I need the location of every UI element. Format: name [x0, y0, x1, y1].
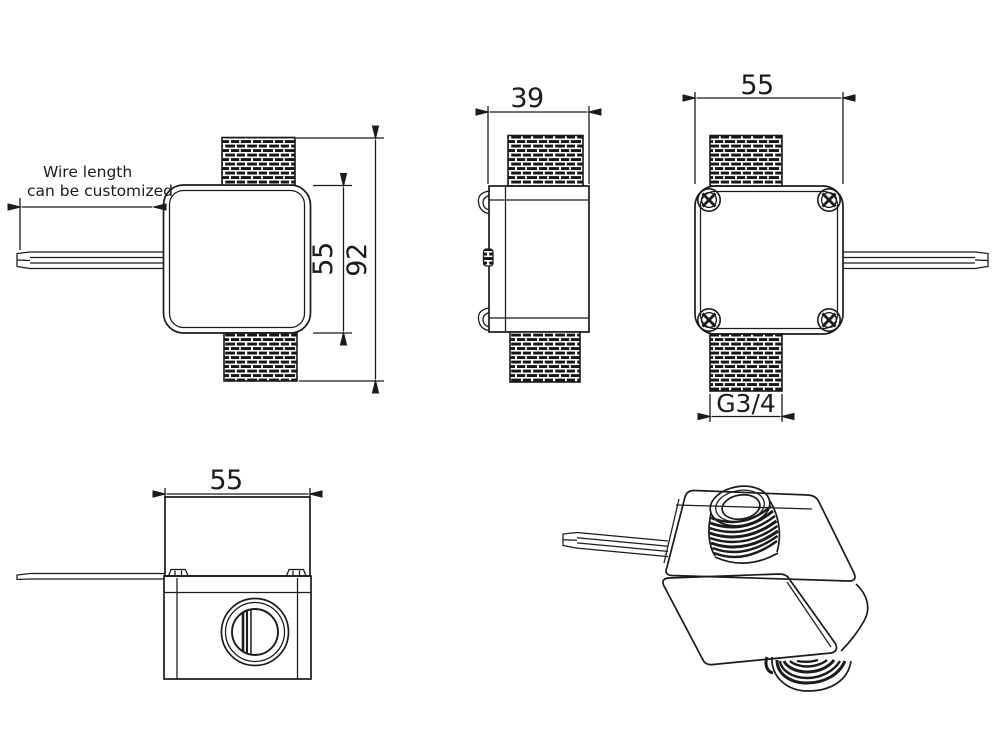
valve-body-front-inner: [168, 189, 306, 329]
dim-side-39-label: 39: [510, 83, 543, 114]
wire-clip-bottom: [477, 307, 490, 332]
wire-clip-top: [477, 190, 490, 215]
cover-face: [164, 496, 311, 577]
top-thread-fitting-back: [709, 134, 783, 187]
bottom-thread-fitting-back: [709, 333, 783, 392]
top-thread-fitting: [221, 136, 296, 186]
dim-thread-spec: G3/4: [697, 389, 795, 422]
corner-screws: [696, 188, 841, 332]
top-thread-fitting-side: [507, 134, 584, 187]
wire-leads-iso: [562, 531, 669, 558]
wire-note-line1: Wire length: [43, 163, 132, 181]
stud-right: [285, 568, 307, 577]
front-view: Wire length can be customized 55 92: [7, 125, 384, 394]
dim-front-overall-height: 92: [296, 125, 384, 394]
thread-spec-label: G3/4: [716, 389, 776, 418]
bottom-port: [220, 597, 290, 667]
dim-bottom-55-label: 55: [209, 465, 242, 496]
body-bottom-face: [163, 575, 312, 680]
dim-bottom-width: 55: [152, 465, 323, 498]
screw-bottom-left: [696, 307, 721, 332]
wire-lead-bottom: [16, 572, 164, 581]
iso-top-fitting: [708, 485, 781, 564]
dim-front-body-height: 55: [308, 173, 352, 346]
iso-thread-rim: [709, 485, 771, 527]
screw-top-right: [816, 188, 841, 213]
dim-front-92-label: 92: [342, 243, 373, 276]
valve-body-front: [162, 184, 312, 334]
stud-left: [167, 568, 189, 577]
side-port: [482, 248, 494, 267]
wire-note-line2: can be customized: [27, 182, 173, 200]
iso-front-face: [662, 573, 838, 666]
dim-wire-length: Wire length can be customized: [7, 163, 173, 250]
side-view: 39: [475, 83, 602, 383]
screw-top-left: [696, 188, 721, 213]
screw-bottom-right: [816, 307, 841, 332]
back-view: 55 G3/4: [682, 70, 989, 422]
iso-bottom-fitting: [764, 656, 852, 692]
valve-body-back-inner: [699, 190, 839, 330]
iso-right-face: [840, 583, 869, 652]
iso-top-face: [665, 489, 856, 582]
dim-side-width: 39: [475, 83, 602, 184]
valve-body-side: [488, 185, 590, 333]
wire-leads-right: [843, 251, 989, 270]
bottom-thread-fitting: [223, 332, 298, 382]
dim-back-width: 55: [682, 70, 856, 184]
bottom-thread-fitting-side: [509, 331, 581, 383]
wire-leads-left: [16, 251, 164, 270]
dim-front-55-label: 55: [308, 242, 339, 275]
dim-back-55-label: 55: [740, 70, 773, 101]
bottom-view: 55: [16, 465, 323, 680]
iso-port-opening: [721, 493, 761, 521]
isometric-view: [562, 485, 869, 692]
